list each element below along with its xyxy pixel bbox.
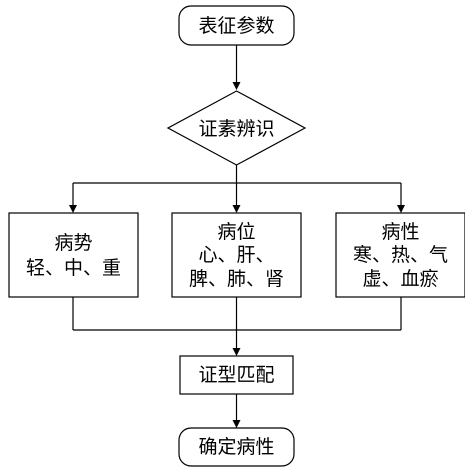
location-node-title: 病位	[217, 221, 255, 243]
end-node-label: 确定病性	[198, 436, 274, 458]
arrowhead-severity	[69, 205, 77, 213]
match-node-shape	[179, 355, 294, 395]
severity-node: 病势 轻、中、重	[8, 212, 139, 298]
arrowhead-match	[232, 348, 241, 356]
arrowhead-end	[232, 420, 241, 428]
severity-node-shape	[8, 212, 139, 298]
severity-node-title: 病势	[54, 232, 92, 254]
decision-node: 证素辨识	[166, 90, 307, 166]
end-node: 确定病性	[178, 427, 295, 467]
location-node-shape	[171, 212, 302, 298]
arrowhead-decision	[232, 82, 241, 90]
nature-node-items-line2: 虚、血瘀	[362, 268, 438, 290]
severity-node-items: 轻、中、重	[26, 257, 121, 279]
arrowhead-location	[232, 205, 241, 213]
nature-node-shape	[335, 212, 465, 298]
start-node: 表征参数	[178, 5, 295, 46]
decision-node-label: 证素辨识	[198, 118, 274, 140]
nature-node-items-line1: 寒、热、气	[353, 244, 448, 266]
start-node-label: 表征参数	[198, 15, 274, 37]
nature-node: 病性 寒、热、气 虚、血瘀	[335, 212, 465, 298]
location-node-items-line2: 脾、肺、肾	[189, 268, 284, 290]
nature-node-title: 病性	[381, 221, 419, 243]
location-node-items-line1: 心、肝、	[198, 244, 274, 266]
arrowhead-nature	[397, 205, 405, 213]
match-node-label: 证型匹配	[198, 364, 274, 386]
match-node: 证型匹配	[179, 355, 294, 395]
location-node: 病位 心、肝、 脾、肺、肾	[171, 212, 302, 298]
end-node-shape	[178, 427, 295, 467]
